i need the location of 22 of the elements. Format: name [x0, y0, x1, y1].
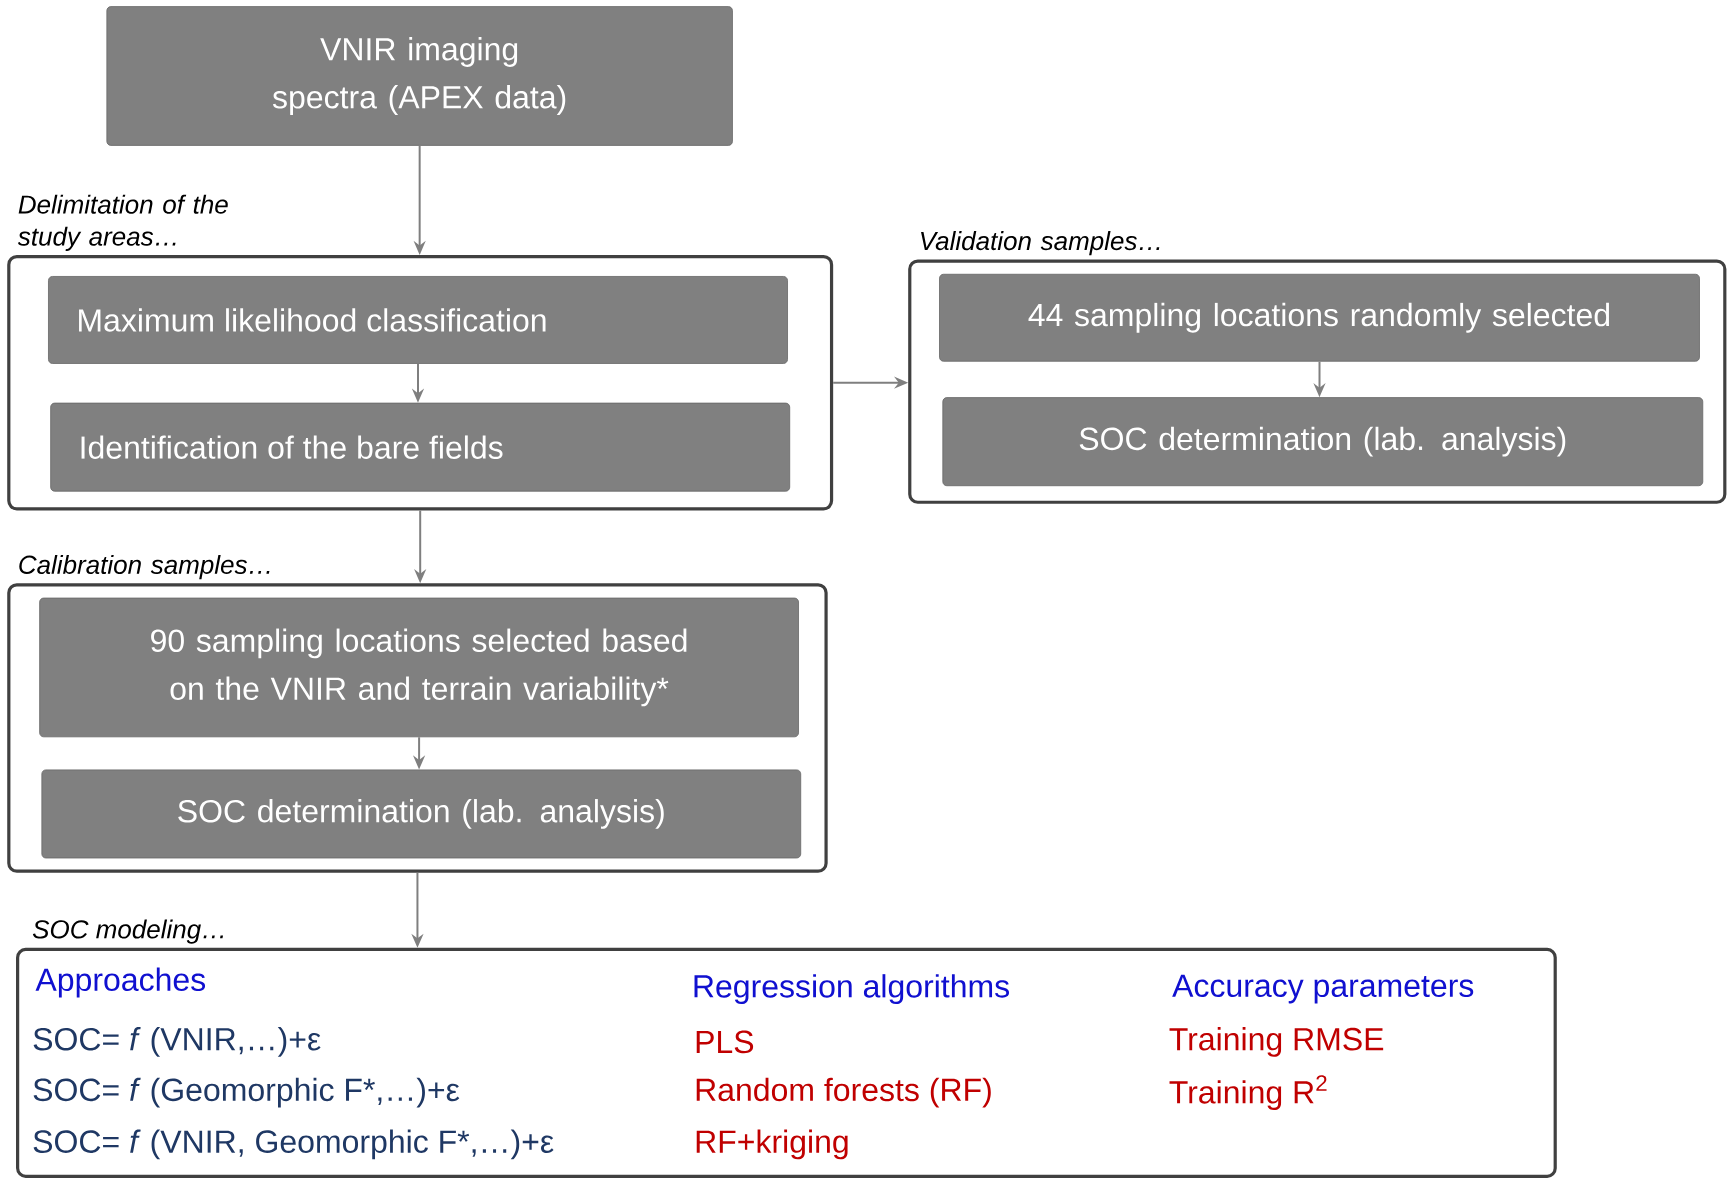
process-box: SOC determination (lab. analysis) [41, 769, 802, 859]
process-box: Maximum likelihood classification [48, 276, 788, 364]
list-item: Random forests (RF) [696, 1077, 991, 1108]
list-item: Training R$^{2}$ [1169, 1075, 1327, 1110]
process-box: Identification of the bare fields [50, 402, 791, 492]
process-box: SOC determination (lab. analysis) [942, 397, 1704, 487]
group-heading: Delimitation of the study areas… [17, 194, 228, 251]
model-formula: SOC= f (Geomorphic F*,…)+ε [33, 1077, 460, 1108]
process-box: 44 sampling locations randomly selected [939, 273, 1700, 362]
list-item: PLS [696, 1030, 754, 1054]
column-heading: Accuracy parameters [1172, 974, 1474, 1004]
group-heading: Calibration samples… [19, 554, 270, 580]
model-formula: SOC= f (VNIR, Geomorphic F*,…)+ε [33, 1129, 554, 1160]
model-formula: SOC= f (VNIR,…)+ε [33, 1027, 321, 1057]
process-box: VNIR imaging spectra (APEX data) [106, 6, 733, 146]
column-heading: Approaches [35, 967, 206, 998]
process-box: 90 sampling locations selected based on the VNIR and terrain variability* [39, 597, 799, 738]
group-heading: Validation samples… [921, 231, 1160, 256]
group-heading: SOC modeling… [32, 919, 224, 944]
column-heading: Regression algorithms [694, 974, 1009, 1004]
list-item: Training RMSE [1169, 1027, 1384, 1057]
list-item: RF+kriging [696, 1129, 848, 1160]
